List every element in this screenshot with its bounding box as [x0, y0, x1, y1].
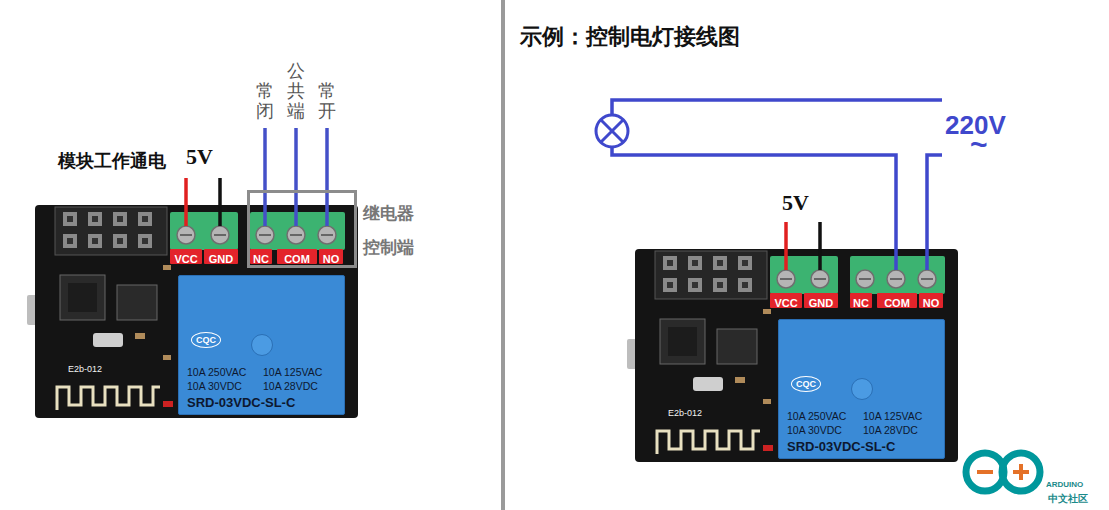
- watermark-logo: [966, 453, 1040, 491]
- board-silkscreen: E2b-012: [668, 408, 702, 418]
- power-note: 模块工作通电: [58, 149, 166, 173]
- relay-dot: [251, 334, 273, 356]
- pin-name: COM: [284, 252, 310, 267]
- relay-rating: 10A 30VDC: [187, 380, 242, 393]
- terminal-label: VCC: [170, 249, 202, 264]
- cert-mark: CQC: [191, 332, 221, 348]
- terminal-group-frame: 继电器 控制端NCCOMNO: [247, 190, 357, 268]
- relay-rating: 10A 125VAC: [263, 366, 322, 379]
- relay-body: CQC 10A 250VAC 10A 125VAC 10A 30VDC 10A 28VD…: [778, 319, 945, 459]
- relay-rating: 10A 250VAC: [187, 366, 246, 379]
- mains-wiring: [612, 100, 942, 270]
- terminal-label: VCC: [770, 293, 802, 308]
- relay-body: CQC 10A 250VAC 10A 125VAC 10A 30VDC 10A 28VD…: [178, 275, 345, 415]
- relay-rating: 10A 250VAC: [787, 410, 846, 423]
- pin-name: GND: [809, 296, 833, 311]
- pin-name: NC: [253, 252, 269, 267]
- relay-module-board: [27, 205, 358, 418]
- divider: [501, 0, 505, 510]
- terminal-label: NO: [319, 249, 343, 264]
- terminal-label: NC: [250, 249, 272, 264]
- pin-name: NC: [853, 296, 869, 311]
- pin-meaning: 常开: [318, 82, 336, 122]
- relay-dot: [851, 378, 873, 400]
- relay-rating: 10A 28VDC: [863, 424, 918, 437]
- pin-name: VCC: [774, 296, 797, 311]
- diagram-title: 示例：控制电灯接线图: [520, 22, 740, 52]
- terminal-label: COM: [277, 249, 317, 264]
- terminal-label: GND: [804, 293, 838, 308]
- relay-module-board: [627, 249, 958, 462]
- pin-name: COM: [884, 296, 910, 311]
- watermark: ARDUINO: [1046, 480, 1083, 489]
- relay-rating: SRD-03VDC-SL-C: [787, 440, 895, 453]
- supply-voltage: 5V: [782, 190, 809, 216]
- relay-rating: SRD-03VDC-SL-C: [187, 396, 295, 409]
- terminal-label: COM: [877, 293, 917, 308]
- pin-name: VCC: [174, 252, 197, 267]
- relay-rating: 10A 30VDC: [787, 424, 842, 437]
- cert-mark: CQC: [791, 376, 821, 392]
- terminal-label: GND: [204, 249, 238, 264]
- ac-symbol: ~: [970, 128, 988, 162]
- pin-name: NO: [323, 252, 340, 267]
- leader-lines: [265, 128, 327, 226]
- lamp-symbol: [596, 115, 628, 147]
- watermark: 中文社区: [1048, 492, 1088, 506]
- board-silkscreen: E2b-012: [68, 364, 102, 374]
- terminal-label: NC: [850, 293, 872, 308]
- pin-name: NO: [923, 296, 940, 311]
- supply-voltage: 5V: [186, 144, 213, 170]
- pin-meaning: 常闭: [256, 82, 274, 122]
- group-heading: 继电器 控制端: [363, 197, 419, 265]
- pin-name: GND: [209, 252, 233, 267]
- terminal-label: NO: [919, 293, 943, 308]
- relay-rating: 10A 28VDC: [263, 380, 318, 393]
- relay-rating: 10A 125VAC: [863, 410, 922, 423]
- pin-meaning: 公共端: [287, 62, 305, 121]
